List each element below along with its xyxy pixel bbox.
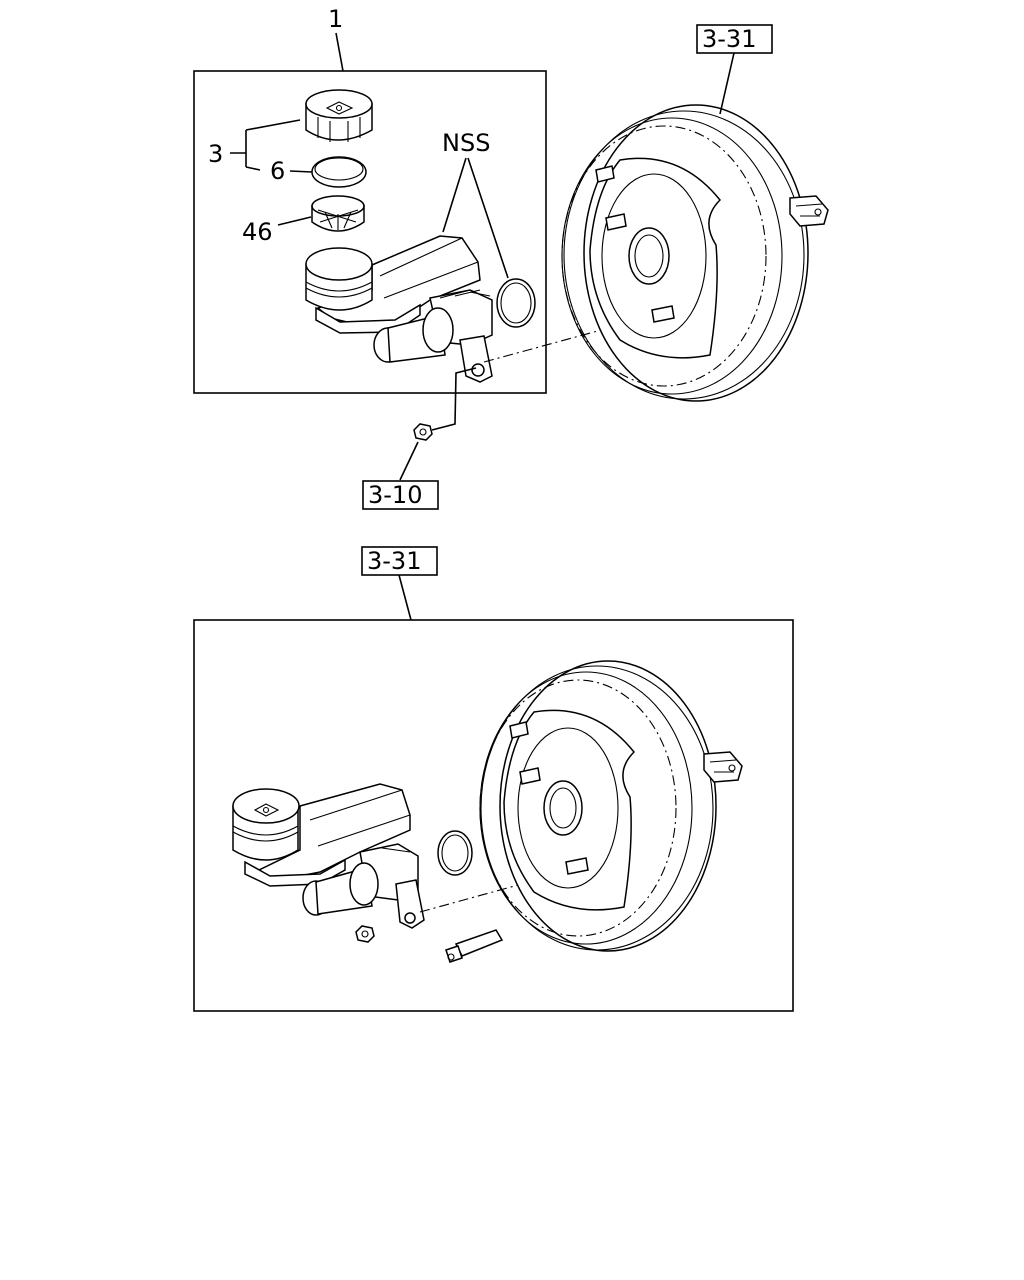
master-cylinder-bottom <box>232 783 425 929</box>
flange-nut-top <box>413 423 433 441</box>
alignment-line-bottom <box>419 867 581 913</box>
leader-3 <box>230 119 301 171</box>
ref-box-3-10 <box>362 480 439 510</box>
assembly-frame-top <box>193 70 547 394</box>
reservoir-cap <box>305 89 373 142</box>
callout-nss: NSS <box>442 129 490 157</box>
callout-1: 1 <box>328 5 343 33</box>
leader-46 <box>277 216 312 226</box>
ref-3-10: 3-10 <box>368 481 422 509</box>
grease-tube <box>445 929 504 963</box>
leader-3-31-top <box>719 52 735 115</box>
ref-box-3-31-top <box>696 24 773 54</box>
callout-6: 6 <box>270 157 285 185</box>
leader-nut-mount <box>431 367 477 431</box>
brake-booster-bottom <box>479 660 743 952</box>
assembly-frame-bottom <box>193 619 794 1012</box>
cap-gasket <box>311 156 367 188</box>
nss-o-ring <box>496 278 536 328</box>
callout-46: 46 <box>242 218 273 246</box>
leader-3-31-bottom <box>398 574 412 621</box>
o-ring-bottom <box>437 830 473 876</box>
flange-nut-bottom <box>355 925 375 943</box>
leader-nss <box>442 157 509 279</box>
ref-3-31-bottom: 3-31 <box>367 547 421 575</box>
leader-1 <box>335 32 344 72</box>
leader-6 <box>289 170 313 173</box>
master-cylinder-top <box>305 235 493 383</box>
brake-booster-top <box>561 104 829 402</box>
reservoir-strainer <box>311 195 365 232</box>
leader-3-10 <box>399 441 419 481</box>
callout-3: 3 <box>208 140 223 168</box>
ref-3-31-top: 3-31 <box>702 25 756 53</box>
